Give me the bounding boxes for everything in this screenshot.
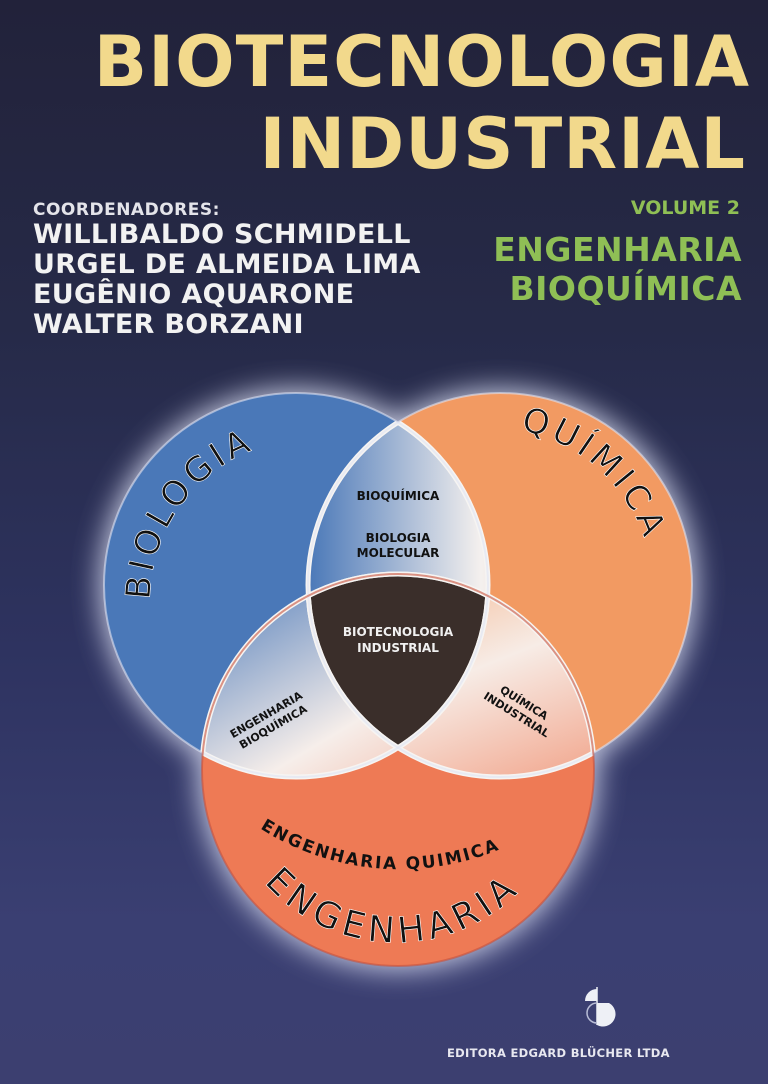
coordinator-name: WILLIBALDO SCHMIDELL: [33, 219, 411, 250]
coordinator-name: URGEL DE ALMEIDA LIMA: [33, 249, 421, 280]
coordinators-label: COORDENADORES:: [33, 200, 220, 220]
label-biologia-molecular-2: MOLECULAR: [357, 546, 440, 560]
coordinator-name: WALTER BORZANI: [33, 309, 304, 340]
publisher-name: EDITORA EDGARD BLÜCHER LTDA: [447, 1046, 670, 1060]
label-bioquimica: BIOQUÍMICA: [357, 488, 440, 503]
coordinators-list: WILLIBALDO SCHMIDELL URGEL DE ALMEIDA LI…: [33, 220, 421, 340]
subtitle-line1: ENGENHARIA: [493, 230, 742, 269]
book-title-line2: INDUSTRIAL: [259, 103, 746, 185]
label-biologia-molecular-1: BIOLOGIA: [366, 531, 432, 545]
publisher-logo-icon: [585, 987, 616, 1027]
volume-label: VOLUME 2: [630, 197, 740, 219]
coordinator-name: EUGÊNIO AQUARONE: [33, 279, 355, 310]
label-center-1: BIOTECNOLOGIA: [343, 625, 454, 639]
subtitle-line2: BIOQUÍMICA: [509, 269, 742, 308]
label-center-2: INDUSTRIAL: [357, 641, 439, 655]
volume-subtitle: ENGENHARIA BIOQUÍMICA: [493, 230, 742, 308]
book-title-line1: BIOTECNOLOGIA: [93, 21, 750, 103]
